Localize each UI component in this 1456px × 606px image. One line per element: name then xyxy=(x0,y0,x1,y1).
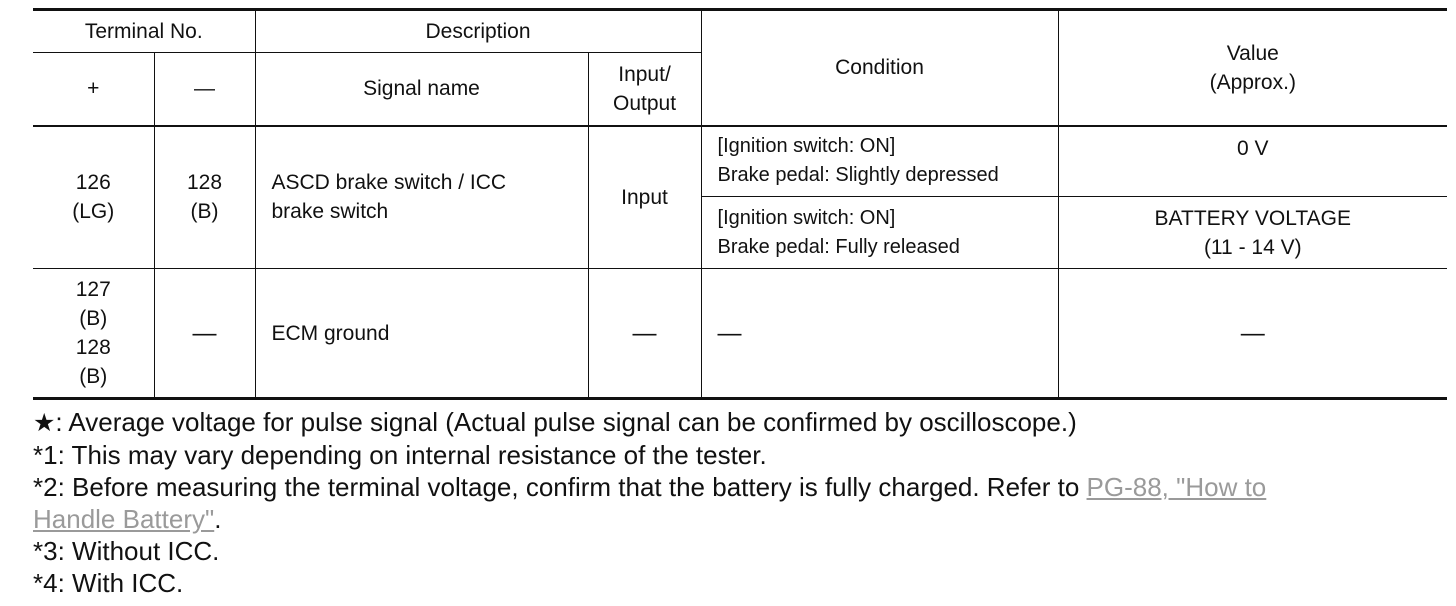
table-row: [Ignition switch: ON] Brake pedal: Fully… xyxy=(33,196,1448,269)
header-description: Description xyxy=(255,8,702,53)
table-row: 126 (LG) 128 (B) ASCD brake switch / ICC… xyxy=(33,125,1448,269)
value-line2: (11 - 14 V) xyxy=(1203,235,1302,259)
header-value-approx: (Approx.) xyxy=(1209,70,1296,94)
header-minus: — xyxy=(154,52,256,127)
note-2-text: *2: Before measuring the terminal voltag… xyxy=(33,472,1087,502)
minus-terminal-number: 128 xyxy=(186,171,223,195)
header-condition: Condition xyxy=(701,8,1059,127)
cell-signal-name: ASCD brake switch / ICC brake switch xyxy=(255,125,589,269)
cell-signal-name: ECM ground xyxy=(255,268,589,400)
terminal-table: Terminal No. Description Condition Value… xyxy=(33,8,1448,400)
plus-terminal-number: 128 xyxy=(75,336,111,359)
signal-name-line2: brake switch xyxy=(271,200,389,224)
cell-input-output: — xyxy=(588,268,702,400)
condition-line1: [Ignition switch: ON] xyxy=(717,206,896,229)
note-3: *3: Without ICC. xyxy=(33,536,220,566)
value-line1: BATTERY VOLTAGE xyxy=(1154,206,1351,230)
header-value-label: Value xyxy=(1226,41,1279,65)
header-terminal-no: Terminal No. xyxy=(33,8,256,53)
header-plus: + xyxy=(33,52,155,127)
cell-value: — xyxy=(1058,268,1448,400)
condition-line1: [Ignition switch: ON] xyxy=(717,135,896,158)
condition-line2: Brake pedal: Fully released xyxy=(717,235,960,258)
signal-name-line1: ASCD brake switch / ICC xyxy=(271,171,507,195)
terminal-spec-page: Terminal No. Description Condition Value… xyxy=(33,8,1448,599)
note-2: *2: Before measuring the terminal voltag… xyxy=(33,471,1447,503)
cell-minus-terminal: — xyxy=(154,268,256,400)
plus-terminal-number: 127 xyxy=(75,278,111,301)
table-row: 127 (B) 128 (B) — ECM ground — — — xyxy=(33,268,1448,400)
note-1: *1: This may vary depending on internal … xyxy=(33,440,767,470)
condition-line2: Brake pedal: Slightly depressed xyxy=(717,164,999,187)
plus-terminal-number: 126 xyxy=(75,171,111,195)
header-io-line2: Output xyxy=(612,91,677,115)
header-io-line1: Input/ xyxy=(618,62,671,86)
note-4: *4: With ICC. xyxy=(33,568,184,598)
note-2-suffix: . xyxy=(214,504,222,534)
note-star: ★: Average voltage for pulse signal (Act… xyxy=(33,406,1447,439)
plus-terminal-color: (B) xyxy=(79,307,108,330)
note-star-text: : Average voltage for pulse signal (Actu… xyxy=(55,407,1077,437)
cell-condition: [Ignition switch: ON] Brake pedal: Sligh… xyxy=(701,125,1059,197)
value-line1: 0 V xyxy=(1237,136,1269,160)
battery-reference-link[interactable]: PG-88, "How to xyxy=(1086,472,1267,502)
cell-value: 0 V xyxy=(1058,125,1448,197)
header-value: Value (Approx.) xyxy=(1058,8,1448,127)
cell-condition: [Ignition switch: ON] Brake pedal: Fully… xyxy=(701,196,1059,269)
cell-plus-terminal: 126 (LG) xyxy=(33,125,155,269)
header-row-1: Terminal No. Description Condition Value… xyxy=(33,8,1448,127)
plus-terminal-color: (B) xyxy=(79,365,108,388)
footnotes: ★: Average voltage for pulse signal (Act… xyxy=(33,406,1447,599)
minus-terminal-color: (B) xyxy=(190,200,219,224)
cell-condition: — xyxy=(701,268,1059,400)
cell-plus-terminal: 127 (B) 128 (B) xyxy=(33,268,155,400)
plus-terminal-color: (LG) xyxy=(72,200,115,224)
header-row-2: + — Signal name Input/ Output xyxy=(33,52,1447,127)
cell-value: BATTERY VOLTAGE (11 - 14 V) xyxy=(1058,196,1448,269)
header-signal-name: Signal name xyxy=(255,52,589,127)
battery-reference-link-continued[interactable]: Handle Battery" xyxy=(33,504,215,534)
cell-input-output: Input xyxy=(588,125,702,269)
header-input-output: Input/ Output xyxy=(588,52,702,127)
note-2-continued: Handle Battery". xyxy=(33,503,1447,535)
star-icon: ★ xyxy=(33,409,56,437)
cell-minus-terminal: 128 (B) xyxy=(154,125,256,269)
